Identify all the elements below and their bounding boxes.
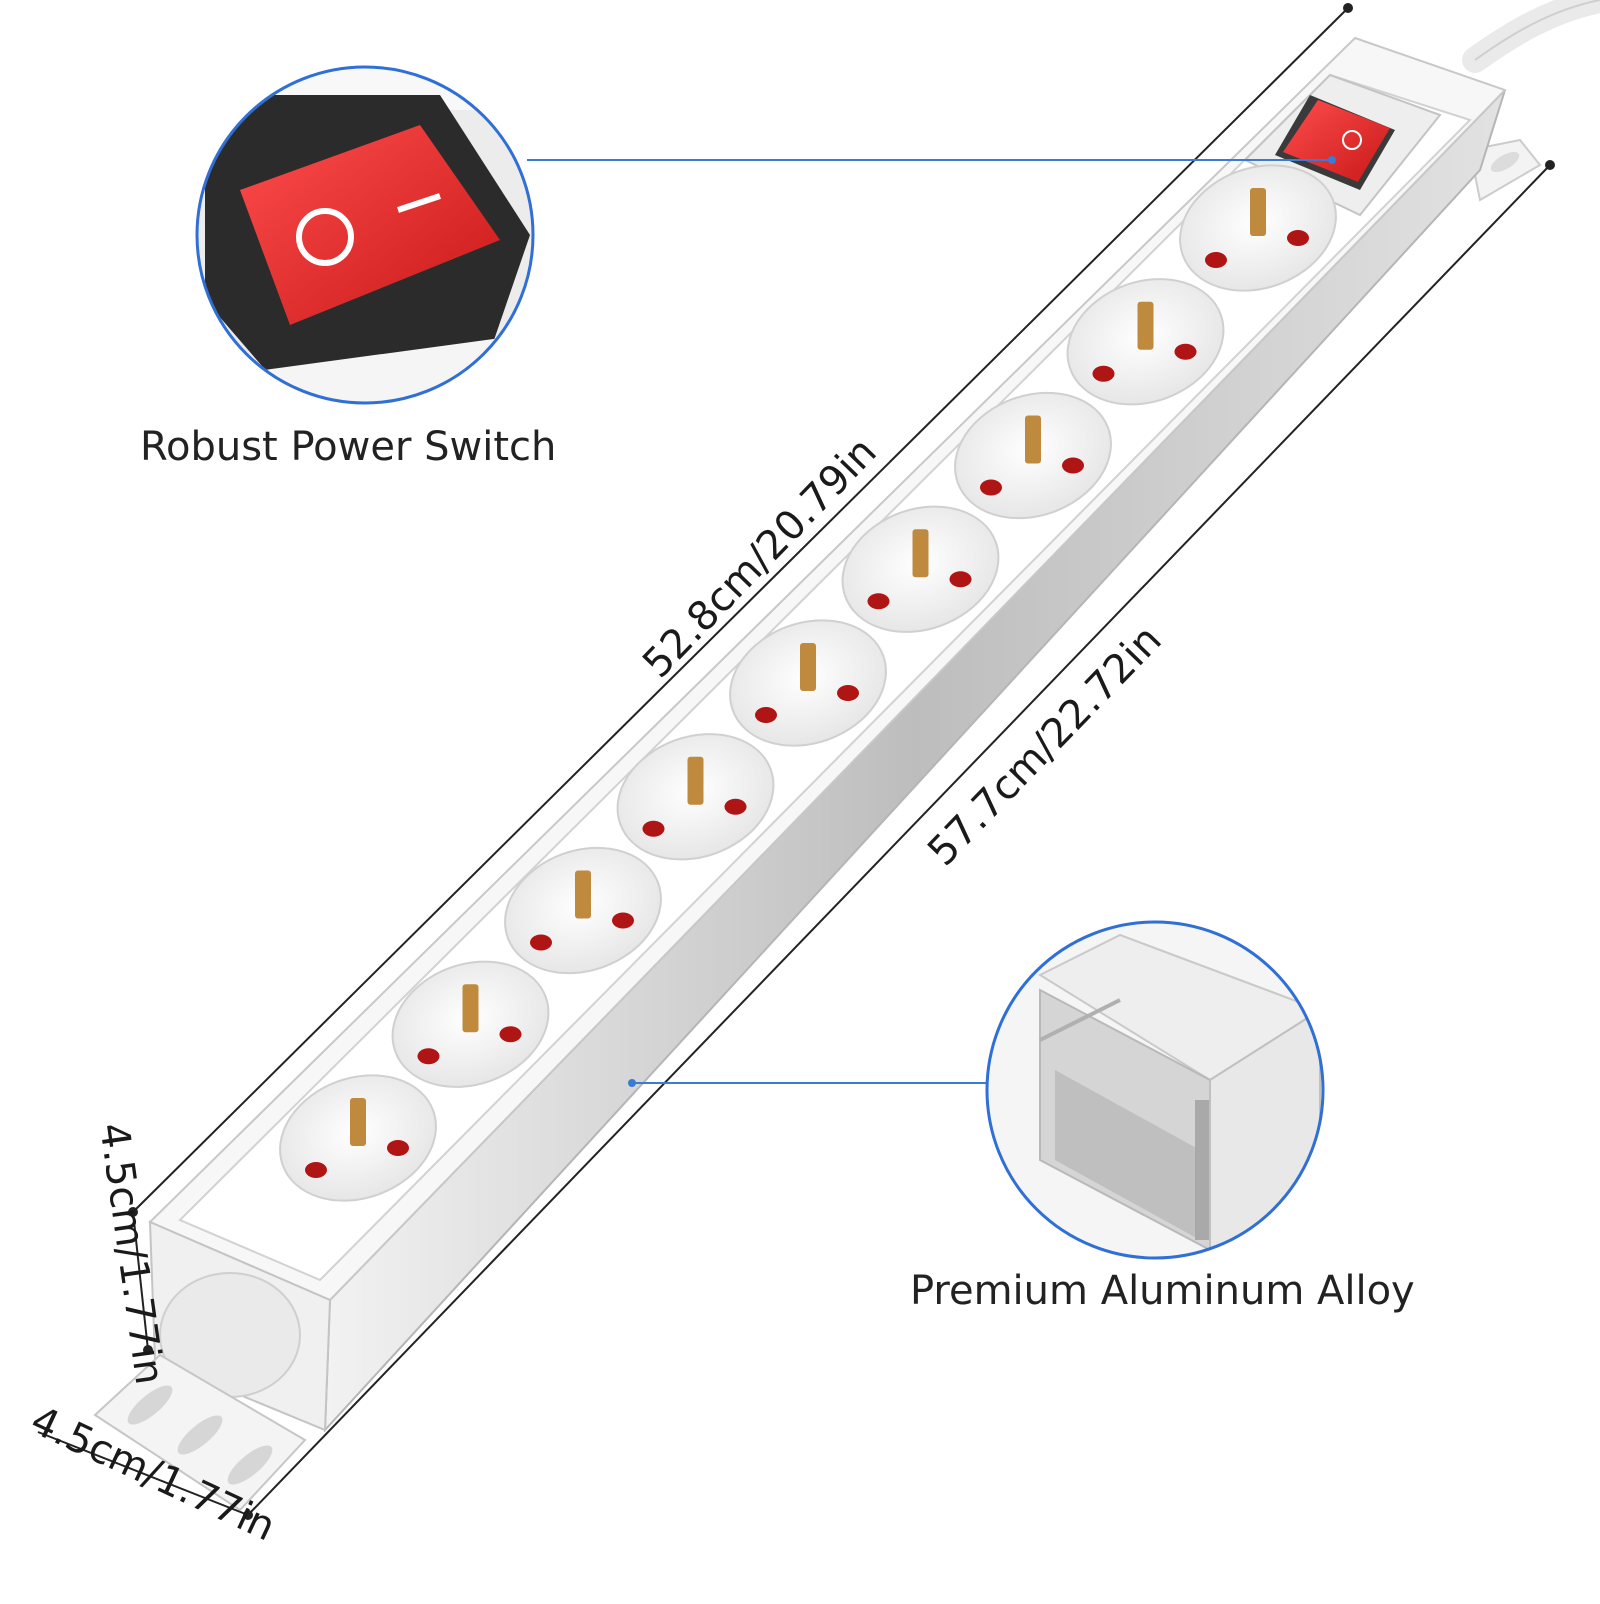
outlet-group	[279, 164, 1337, 1202]
outlet-socket	[504, 846, 662, 975]
outlet-socket	[616, 733, 775, 861]
outlet-socket	[954, 391, 1112, 520]
outlet-socket	[1179, 164, 1337, 292]
mounting-bracket-top	[1468, 138, 1542, 202]
switch-rocker-zoom	[240, 125, 500, 325]
switch-feature-caption: Robust Power Switch	[140, 424, 557, 470]
bracket-slot-top	[1490, 151, 1520, 173]
power-cord-outline	[1474, 0, 1600, 61]
alloy-detail-circle	[985, 920, 1325, 1260]
off-symbol	[296, 208, 354, 266]
outlet-socket	[279, 1074, 437, 1202]
on-symbol	[397, 193, 441, 213]
outlet-socket	[1066, 278, 1225, 406]
outlet-socket	[729, 619, 887, 747]
mounting-bracket-bottom	[93, 1353, 307, 1512]
alloy-feature-caption: Premium Aluminum Alloy	[910, 1268, 1415, 1314]
outlet-socket	[841, 505, 1000, 633]
outlet-socket	[391, 960, 550, 1088]
dimension-lines	[37, 3, 1555, 1520]
switch-detail-circle	[195, 65, 535, 405]
power-cord	[1462, 0, 1600, 73]
